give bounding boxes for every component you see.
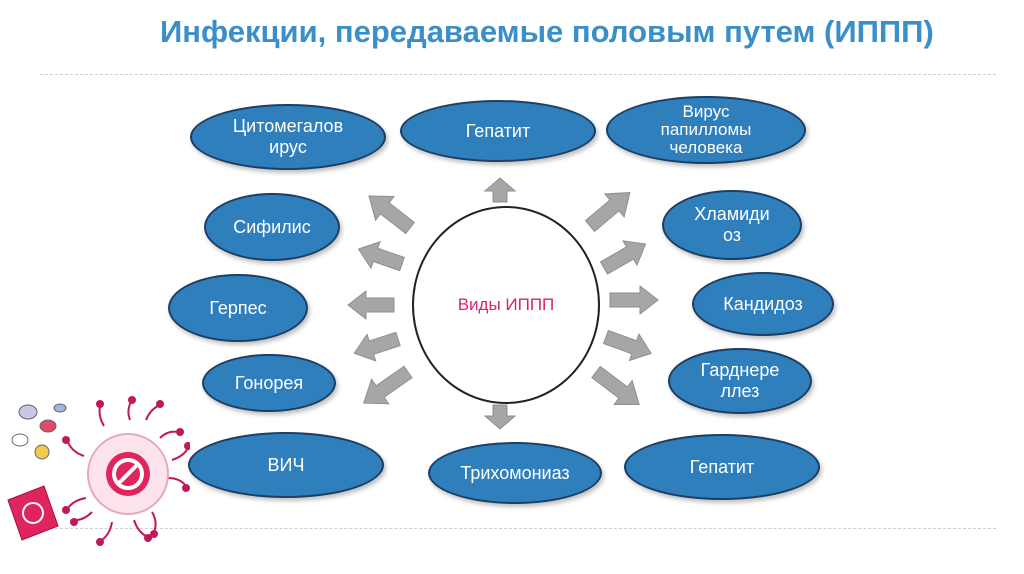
arrow-down <box>483 404 517 430</box>
condom-package-icon <box>7 485 59 541</box>
arrow-up <box>483 177 517 203</box>
arrow-down-right-2 <box>591 365 640 405</box>
arrow-right <box>609 284 659 316</box>
decorative-illustration <box>7 396 190 546</box>
node-hiv: ВИЧ <box>188 432 384 498</box>
top-divider <box>40 74 996 75</box>
stop-sign-icon <box>106 452 150 496</box>
arrow-down-left-2 <box>363 365 413 405</box>
arrow-down-left-1 <box>353 331 401 362</box>
node-hepatitis-top: Гепатит <box>400 100 596 162</box>
arrow-up-right-2 <box>599 240 647 275</box>
arrow-up-left-1 <box>368 195 416 235</box>
node-hepatitis-bottom: Гепатит <box>624 434 820 500</box>
node-herpes: Герпес <box>168 274 308 342</box>
node-chlamydia: Хламиди оз <box>662 190 802 260</box>
node-gardnerellosis: Гарднере ллез <box>668 348 812 414</box>
center-label: Виды ИППП <box>457 295 555 314</box>
node-cytomegalovirus: Цитомегалов ирус <box>190 104 386 170</box>
arrow-left <box>347 289 395 321</box>
node-syphilis: Сифилис <box>204 193 340 261</box>
arrow-down-right-1 <box>602 329 652 362</box>
pills-icon <box>11 403 67 460</box>
node-hpv: Вирус папилломы человека <box>606 96 806 164</box>
center-circle: Виды ИППП <box>412 206 600 404</box>
node-candidiasis: Кандидоз <box>692 272 834 336</box>
node-trichomoniasis: Трихомониаз <box>428 442 602 504</box>
arrow-up-right-1 <box>584 192 631 233</box>
page-title: Инфекции, передаваемые половым путем (ИП… <box>160 14 934 49</box>
bottom-divider <box>40 528 996 529</box>
node-gonorrhea: Гонорея <box>202 354 336 412</box>
arrow-up-left-2 <box>357 240 405 272</box>
